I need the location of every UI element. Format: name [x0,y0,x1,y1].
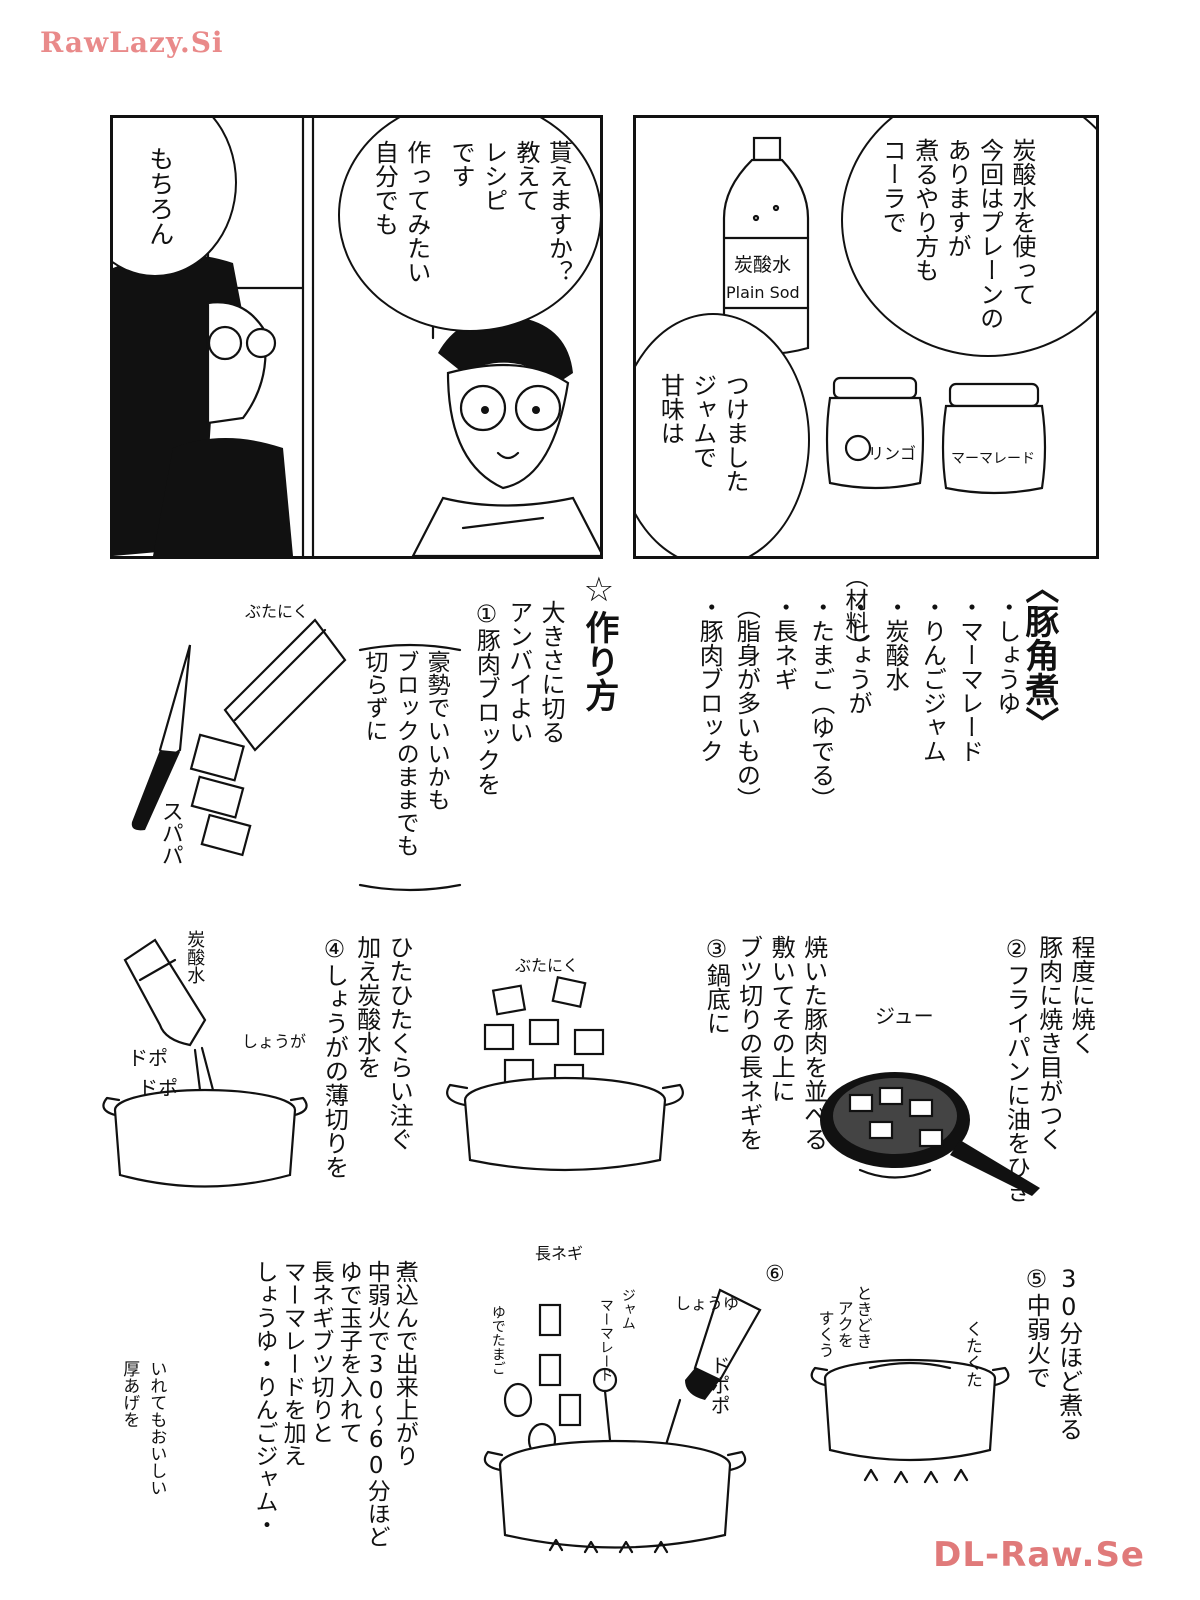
step-6-pot-ingredients-art [483,1288,762,1554]
speech-bubble-3-text: 炭酸水を使って 今回はプレーンの ありますが 煮るやり方も コーラで [878,138,1036,330]
step-1-text: 大きさに切る アンバイよい ①豚肉ブロックを [472,600,566,796]
step-4-sfx-ginger: しょうが [242,1032,307,1051]
step-6-text: 煮込んで出来上がり 中弱火で30〜60分ほど ゆで玉子を入れて 長ネギブツ切りと… [251,1260,418,1548]
woman-character-art [113,254,293,556]
jar-2-label: マーマレード [951,451,1035,467]
bottle-label-en: Plain Sod [726,283,800,302]
step-6-sfx-leek: 長ネギ [535,1244,584,1263]
jam-jars-art [825,376,1047,495]
speech-bubble-3 [841,118,1096,357]
step-5-sfx-aku: アクを [834,1300,854,1348]
watermark-bottom-right: DL-Raw.Se [933,1535,1145,1575]
bottle-label-jp: 炭酸水 [734,254,792,276]
step-1-sfx-spapa: スパパ [157,800,183,866]
watermark-top-left: RawLazy.Si [40,26,224,59]
speech-bubble-2-text: 貰えますか？ 教えて レシピ です 作ってみたい 自分でも [370,140,573,284]
step-6-sfx-jam: ジャム [619,1288,636,1330]
speech-bubble-4-text: つけました ジャムで 甘味は [656,373,750,493]
step-4-sfx-dopo-1: ドポ [128,1046,168,1070]
step-2-text: 程度に焼く 豚肉に焼き目がつく ②フライパンに油をひき [1002,935,1096,1203]
step-5-sfx-kutakuta: くたくた [961,1320,982,1388]
step-3-text: 焼いた豚肉を並べる 敷いてその上に ブツ切りの長ネギを ③鍋底に [702,935,828,1151]
step-3-pot-art [446,976,684,1172]
step-1-note: 豪勢でいいかも ブロックのままでも 切らずに [361,650,450,857]
step-4-sfx-soda: 炭酸水 [184,930,206,984]
speech-bubble-1-text: もちろん [145,146,175,246]
side-note-atsuage: いれてもおいしい 厚あげを [119,1360,167,1496]
speech-bubble-4 [636,313,810,556]
step-6-sfx-dopopo: ドポポ [707,1355,731,1415]
man-character-art [411,316,600,556]
step-1-knife-pork-art [131,618,347,857]
ingredients-list: ・しょうゆ ・マーマレード ・りんごジャム ・炭酸水 ・しょうが ・たまご（ゆで… [695,595,1021,811]
step-2-frying-pan-art [820,1072,1040,1196]
comic-panel-right: 炭酸水 Plain Sod リンゴ マーマレード 炭酸水を使って 今回はプレーン… [633,115,1099,559]
step-4-sfx-dopo-2: ドポ [138,1076,178,1100]
comic-panel-left: もちろん 貰えますか？ 教えて レシピ です 作ってみたい 自分でも [110,115,603,559]
recipe-title: 〈豚角煮〉 [1018,570,1059,740]
step-6-sfx-egg: ゆでたまご [489,1305,506,1375]
ingredients-heading: （材料） [841,565,868,657]
step-3-sfx-pork: ぶたにく [515,956,579,975]
step-4-text: ひたひたくらい注ぐ 加え炭酸水を ④しょうがの薄切りを [320,935,414,1179]
speech-bubble-2 [338,118,600,332]
step-4-pot-bottle-art [102,938,308,1188]
step-5-sfx-tokidoki: ときどき [853,1285,873,1349]
step-1-sfx-pork: ぶたにく [245,602,309,621]
step-6-number: ⑥ [765,1262,785,1287]
step-6-sfx-soy: しょうゆ [675,1294,740,1313]
step-6-sfx-marmalade: マーマレード [597,1298,614,1382]
step-2-sfx-sizzle: ジュー [875,1004,934,1028]
jar-1-label: リンゴ [868,444,917,463]
method-heading: ☆作り方 [578,570,619,712]
step-5-text: 30分ほど煮る ⑤中弱火で [1022,1265,1083,1441]
step-5-sfx-sukuu: すくう [815,1310,835,1358]
step-1-note-bracket [358,643,462,892]
step-5-simmering-pot-art [810,1358,1010,1484]
